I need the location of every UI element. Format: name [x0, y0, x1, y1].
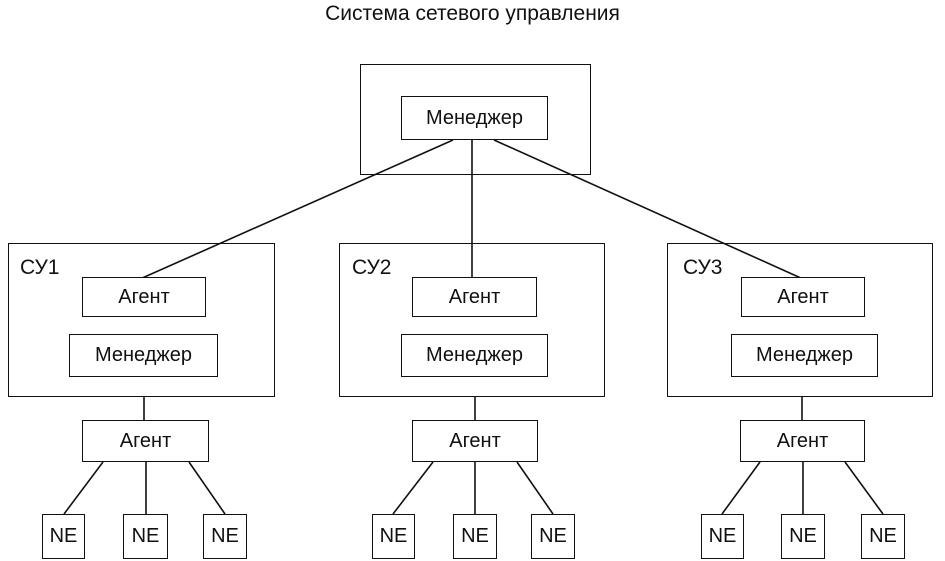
ne-box-1-3: NE — [203, 514, 247, 559]
ne-box-3-1: NE — [701, 514, 744, 559]
ne-box-2-3: NE — [531, 514, 575, 559]
subsystem-manager-box-3: Менеджер — [731, 334, 878, 377]
subsystem-manager-box-1: Менеджер — [69, 334, 218, 377]
ne-box-3-3: NE — [861, 514, 905, 559]
diagram-title: Система сетевого управления — [325, 2, 620, 25]
subsystem-label-3: СУ3 — [683, 256, 723, 279]
ne-box-1-2: NE — [123, 514, 168, 559]
subsystem-manager-box-2: Менеджер — [401, 334, 548, 377]
subsystem-label-2: СУ2 — [352, 256, 392, 279]
lower-agent-box-2: Агент — [412, 420, 538, 462]
subsystem-label-1: СУ1 — [20, 256, 60, 279]
connector-top-to-su3 — [493, 139, 804, 280]
subsystem-frame-3 — [667, 243, 933, 397]
connector-top-to-su1 — [139, 139, 454, 280]
ne-box-1-1: NE — [42, 514, 85, 559]
lower-agent-box-1: Агент — [82, 420, 209, 462]
subsystem-agent-box-2: Агент — [412, 277, 537, 317]
top-system-frame — [360, 64, 591, 175]
ne-box-2-1: NE — [372, 514, 415, 559]
subsystem-frame-1 — [8, 243, 275, 397]
lower-agent-box-3: Агент — [740, 420, 865, 462]
ne-box-2-2: NE — [453, 514, 497, 559]
top-manager-box: Менеджер — [401, 96, 548, 140]
ne-box-3-2: NE — [781, 514, 825, 559]
subsystem-agent-box-1: Агент — [82, 277, 206, 317]
subsystem-frame-2 — [339, 243, 605, 397]
subsystem-agent-box-3: Агент — [741, 277, 865, 317]
